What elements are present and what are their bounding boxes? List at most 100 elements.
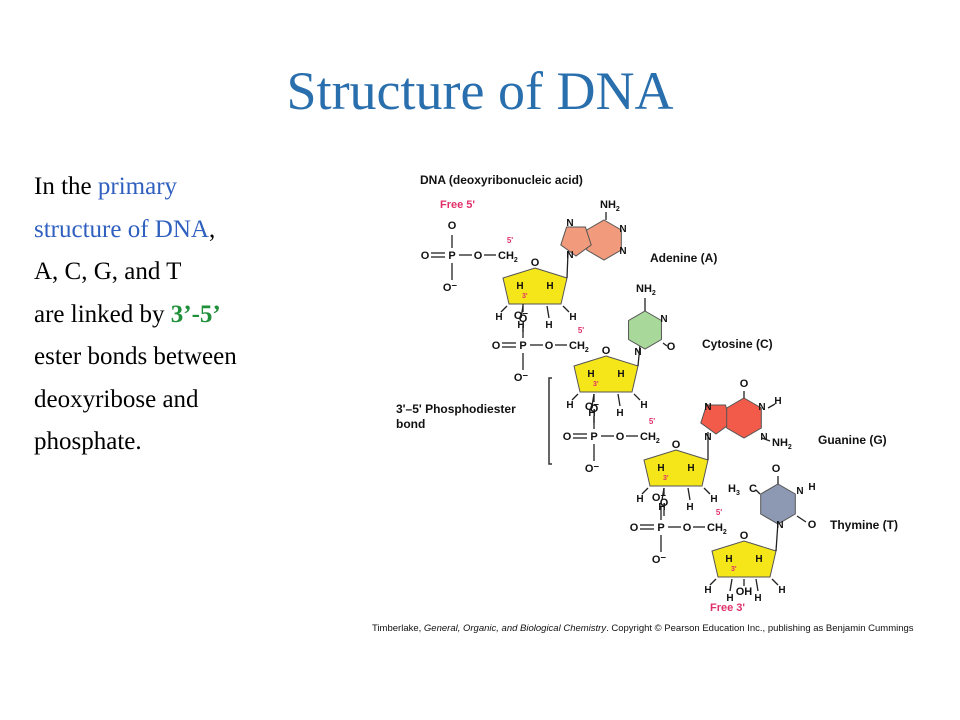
bond-bracket	[548, 377, 552, 465]
c-h-bond	[617, 393, 621, 407]
prime-5-marker: 5'	[507, 236, 513, 245]
c-h-bond	[500, 305, 508, 313]
ring-oxygen: O	[740, 530, 749, 542]
hydrogen-atom: H	[569, 312, 576, 323]
hydrogen-atom: H	[778, 585, 785, 596]
diagram-heading: DNA (deoxyribonucleic acid)	[420, 173, 583, 187]
amino-group: NH2	[600, 199, 620, 213]
c-o-double-bond	[796, 515, 807, 523]
amino-group: NH2	[636, 283, 656, 297]
hydrogen-atom: H	[704, 585, 711, 596]
nitrogen-atom: N	[758, 402, 765, 413]
oxygen-atom: O	[667, 341, 676, 353]
oxygen-anion: O⁻	[443, 282, 458, 294]
hydrogen-atom: H	[587, 369, 594, 380]
ring-oxygen: O	[672, 439, 681, 451]
oxygen-anion: O⁻	[585, 401, 600, 413]
c-h-bond	[709, 578, 717, 586]
glycosidic-bond	[637, 344, 641, 367]
body-text-fragment: are linked by	[34, 300, 171, 328]
term-3-5: 3’-5’	[170, 300, 221, 328]
adenine-ring-5	[560, 226, 592, 257]
nitrogen-atom: N	[619, 246, 626, 257]
prime-5-marker: 5'	[649, 417, 655, 426]
ch2-group: CH2	[569, 340, 589, 354]
nitrogen-atom: N	[704, 432, 711, 443]
credit-line: Timberlake, General, Organic, and Biolog…	[372, 623, 914, 634]
base-label-cytosine: Cytosine (C)	[702, 337, 773, 351]
oxygen-atom: O	[590, 403, 599, 415]
c-h-bond	[633, 393, 641, 401]
c-h-bond	[687, 487, 691, 501]
hydroxyl-group: OH	[736, 586, 753, 598]
body-line-6: deoxyribose and	[34, 385, 199, 413]
term-primary: primary	[97, 173, 178, 200]
c-h-bond	[771, 578, 779, 586]
amino-group: NH2	[772, 437, 792, 451]
deoxyribose-ring	[643, 449, 709, 487]
oxygen-atom: O	[660, 497, 669, 509]
oxygen-atom: O	[421, 250, 430, 262]
hydrogen-atom: H	[686, 502, 693, 513]
hydrogen-atom: H	[495, 312, 502, 323]
body-line-1: In the primary	[34, 166, 354, 209]
body-line-4: are linked by 3’-5’	[34, 294, 354, 337]
oxygen-atom: O	[683, 522, 692, 534]
body-line-2: structure of DNA,	[34, 209, 354, 252]
hydrogen-atom: H	[710, 494, 717, 505]
body-text-fragment: ,	[208, 215, 216, 243]
ch2-group: CH2	[707, 522, 727, 536]
c-h-bond	[729, 578, 733, 592]
deoxyribose-ring	[502, 267, 568, 305]
body-line-5: ester bonds between	[34, 343, 237, 370]
prime-5-marker: 5'	[578, 326, 584, 335]
oxygen-anion: O⁻	[514, 372, 529, 384]
nitrogen-atom: N	[776, 520, 783, 531]
hydrogen-atom: H	[517, 320, 524, 331]
nitrogen-atom: N	[796, 486, 803, 497]
bond-label-line1: 3'–5' Phosphodiester	[396, 402, 516, 416]
nitrogen-atom: N	[634, 347, 641, 358]
nitrogen-atom: N	[760, 432, 767, 443]
nitrogen-atom: N	[566, 250, 573, 261]
thymine-ring	[760, 483, 796, 525]
oxygen-anion: O⁻	[585, 463, 600, 475]
c-n-bond	[761, 437, 771, 442]
oxygen-anion: O⁻	[652, 492, 667, 504]
n-h-bond	[767, 403, 776, 409]
glycosidic-bond	[775, 521, 779, 552]
guanine-ring-6	[726, 397, 762, 439]
hydrogen-atom: H	[588, 408, 595, 419]
oxygen-atom: O	[808, 519, 817, 531]
oxygen-anion: O⁻	[652, 554, 667, 566]
oxygen-atom: O	[616, 431, 625, 443]
glycosidic-bond	[566, 251, 569, 279]
c-h-bond	[703, 487, 711, 495]
hydrogen-atom: H	[774, 396, 781, 407]
prime-3-marker: 3'	[522, 293, 528, 300]
phosphorus-atom: P	[448, 250, 455, 262]
phosphorus-atom: P	[657, 522, 664, 534]
ch2-group: CH2	[640, 431, 660, 445]
free-5-label: Free 5'	[440, 199, 475, 211]
hydrogen-atom: H	[617, 369, 624, 380]
adenine-ring-6	[586, 219, 622, 261]
oxygen-atom: O	[519, 313, 528, 325]
hydrogen-atom: H	[725, 554, 732, 565]
hydrogen-atom: H	[545, 320, 552, 331]
oxygen-anion: O⁻	[514, 310, 529, 322]
hydrogen-atom: H	[640, 400, 647, 411]
ring-oxygen: O	[531, 257, 540, 269]
oxygen-atom: O	[448, 220, 457, 232]
hydrogen-atom: H	[516, 281, 523, 292]
hydrogen-atom: H	[657, 463, 664, 474]
c-h-bond	[571, 393, 579, 401]
body-text-fragment: In the	[34, 173, 98, 200]
nitrogen-atom: N	[660, 314, 667, 325]
c-h-bond	[562, 305, 570, 313]
hydrogen-atom: H	[808, 482, 815, 493]
c-h-bond	[755, 578, 759, 592]
methyl-group: H3	[728, 483, 740, 497]
body-line-3: A, C, G, and T	[34, 258, 182, 285]
deoxyribose-ring	[711, 540, 777, 578]
